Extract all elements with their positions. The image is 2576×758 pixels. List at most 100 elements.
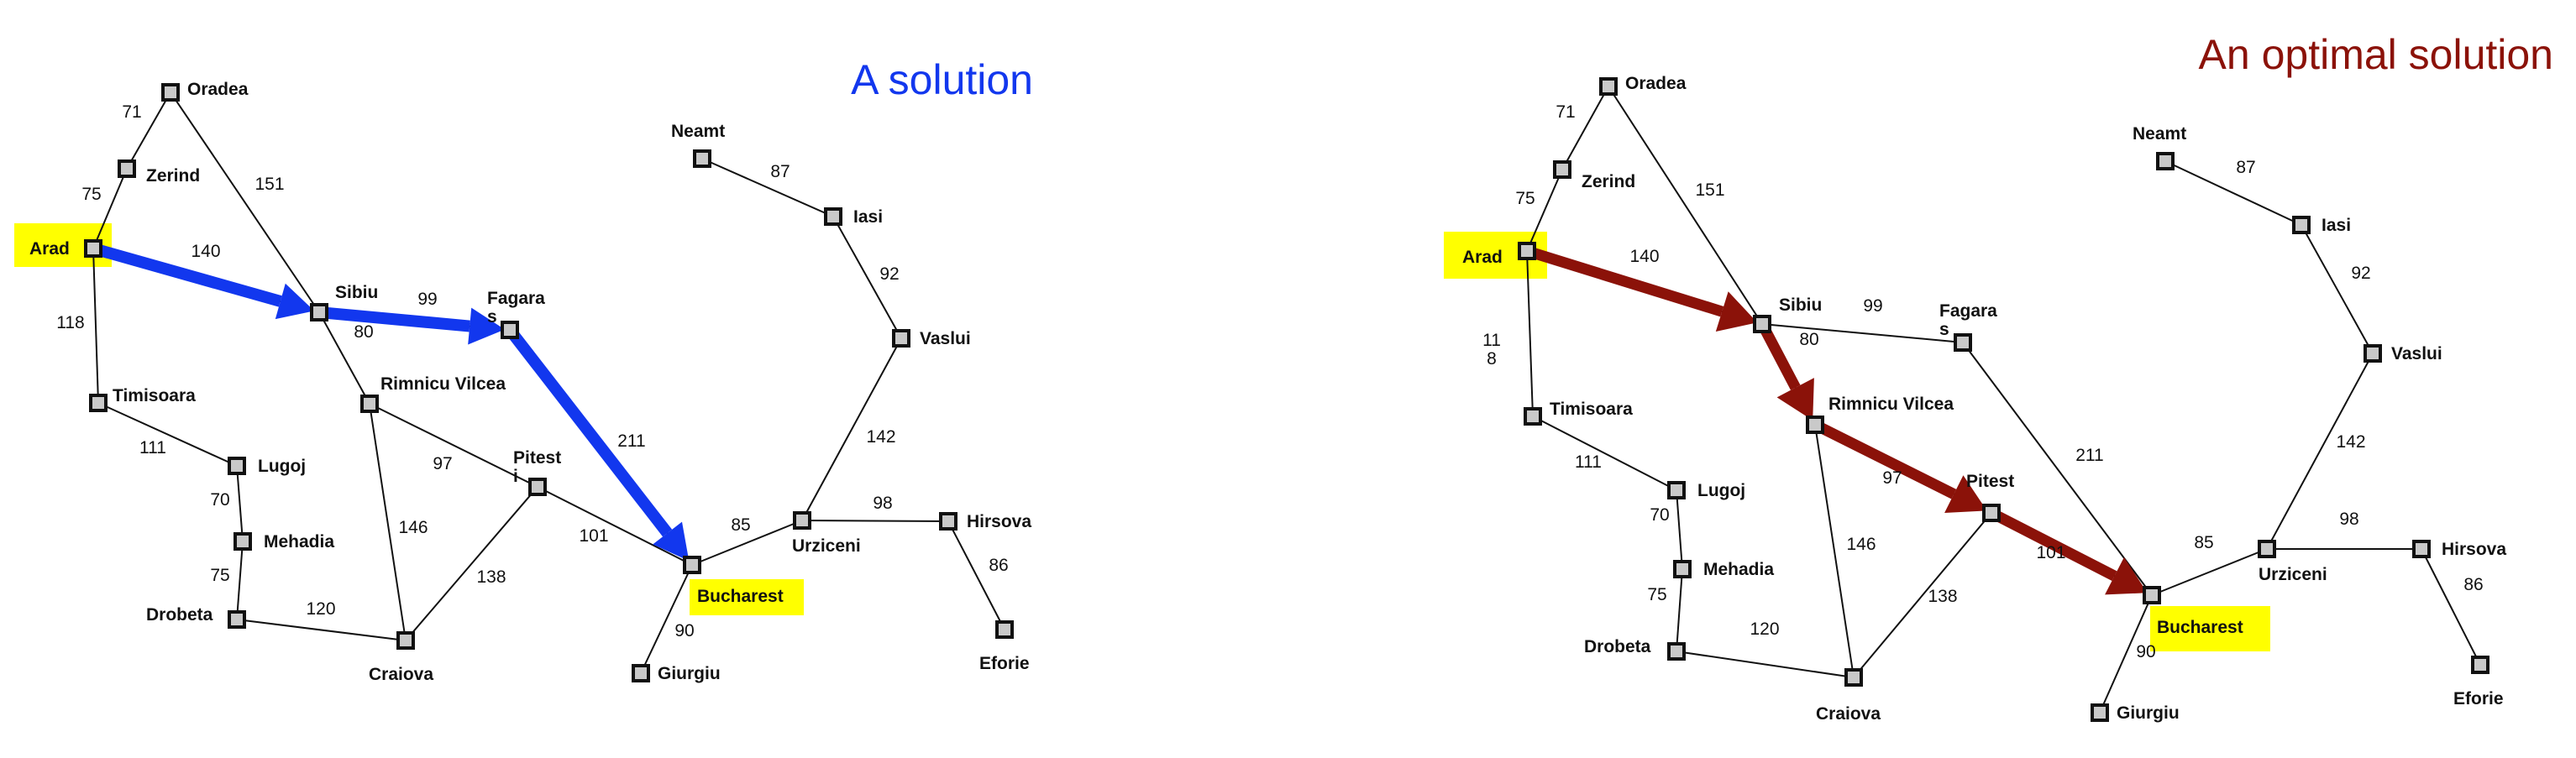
highlight-bucharest [690,579,804,615]
distance-label-drobeta-craiova: 120 [1750,619,1779,639]
path-arrow-rimnicu-to-pitesti-head [1944,475,1987,513]
distance-label-urziceni-vaslui: 142 [866,427,895,447]
city-node-lugoj [1667,481,1686,499]
distance-label-mehadia-drobeta: 75 [210,566,229,585]
city-label-craiova: Craiova [369,665,433,684]
city-label-bucharest: Bucharest [2157,618,2243,637]
distance-label-fagaras-bucharest: 211 [2075,446,2103,465]
road-oradea-zerind [126,91,171,170]
distance-label-oradea-sibiu: 151 [1695,180,1724,200]
path-arrow-arad-to-sibiu [92,243,282,307]
city-label-neamt: Neamt [2133,124,2186,144]
road-bucharest-urziceni [2151,548,2268,596]
distance-label-bucharest-giurgiu: 90 [674,621,694,640]
distance-label-hirsova-eforie: 86 [989,556,1008,575]
road-pitesti-bucharest [537,486,693,566]
road-rimnicu-pitesti [369,403,538,488]
path-arrow-fagaras-to-bucharest-head [653,521,690,562]
city-label-giurgiu: Giurgiu [658,664,721,683]
city-label-lugoj: Lugoj [258,457,306,476]
city-label-rimnicu: Rimnicu Vilcea [380,374,506,394]
city-node-sibiu [310,303,328,321]
city-label-bucharest: Bucharest [697,587,784,606]
city-node-fagaras [1954,333,1972,352]
city-node-giurgiu [632,664,650,682]
city-node-mehadia [1673,560,1692,578]
distance-label-craiova-pitesti: 138 [1928,587,1957,606]
city-label-giurgiu: Giurgiu [2117,703,2180,723]
city-label-hirsova: Hirsova [967,512,1031,531]
city-node-vaslui [892,329,910,348]
road-zerind-arad [92,168,128,249]
path-arrow-pitesti-to-bucharest [1989,508,2117,581]
city-node-pitesti [528,478,547,496]
distance-label-rimnicu-pitesti: 97 [433,454,452,473]
distance-label-sibiu-fagaras: 99 [1863,296,1882,316]
city-label-zerind: Zerind [146,166,200,186]
city-node-bucharest [2143,586,2161,604]
distance-label-rimnicu-pitesti: 97 [1882,468,1902,488]
path-arrow-sibiu-to-rimnicu [1757,321,1801,390]
city-node-urziceni [2258,540,2276,558]
highlight-bucharest [2150,606,2270,651]
city-label-oradea: Oradea [1625,74,1687,93]
distance-label-timisoara-lugoj: 111 [1575,452,1602,472]
distance-label-arad-timisoara: 118 [56,313,84,332]
city-label-arad: Arad [1462,248,1503,267]
road-timisoara-lugoj [1532,416,1677,491]
road-iasi-neamt [2164,160,2302,226]
distance-label-pitesti-bucharest: 101 [2036,543,2065,562]
distance-label-bucharest-urziceni: 85 [731,515,750,535]
road-vaslui-iasi [832,216,902,339]
city-node-hirsova [2412,540,2431,558]
path-arrow-arad-to-sibiu-head [1715,291,1758,332]
road-mehadia-drobeta [1676,568,1683,652]
city-label-timisoara: Timisoara [1550,400,1633,419]
city-node-craiova [396,631,415,650]
city-label-sibiu: Sibiu [1779,295,1822,315]
road-bucharest-giurgiu [640,564,693,674]
road-timisoara-lugoj [97,402,238,467]
road-urziceni-vaslui [801,337,902,521]
road-urziceni-hirsova [801,520,949,522]
city-label-mehadia: Mehadia [264,532,334,552]
city-node-lugoj [228,457,246,475]
road-zerind-arad [1526,169,1563,252]
distance-label-sibiu-fagaras: 99 [417,290,437,309]
city-node-arad [1518,242,1536,260]
panel-title: An optimal solution [2199,31,2553,78]
distance-label-bucharest-urziceni: 85 [2194,533,2213,552]
distance-label-oradea-zerind: 71 [122,102,141,122]
city-label-eforie: Eforie [2453,689,2504,708]
city-node-drobeta [228,610,246,629]
distance-label-zerind-arad: 75 [1515,189,1535,208]
road-craiova-pitesti [1853,512,1992,678]
distance-label-rimnicu-craiova: 146 [398,518,428,537]
city-node-zerind [1553,160,1571,179]
city-node-oradea [1599,77,1618,96]
distance-label-vaslui-iasi: 92 [2351,264,2370,283]
city-label-pitesti: Pitest [1966,472,2014,491]
city-label-zerind: Zerind [1582,172,1635,191]
city-node-arad [84,239,102,258]
city-node-pitesti [1982,504,2001,522]
distance-label-pitesti-bucharest: 101 [579,526,608,546]
distance-label-drobeta-craiova: 120 [306,599,335,619]
path-arrow-sibiu-to-fagaras-head [468,307,506,345]
city-node-sibiu [1753,315,1771,333]
city-label-iasi: Iasi [853,207,883,227]
road-sibiu-fagaras [1761,323,1964,343]
road-fagaras-bucharest [1962,342,2153,596]
road-drobeta-craiova [1676,651,1855,678]
city-label-vaslui: Vaslui [920,329,971,348]
road-vaslui-iasi [2301,224,2374,354]
city-label-lugoj: Lugoj [1697,481,1745,500]
city-node-mehadia [233,532,252,551]
city-node-eforie [995,620,1014,639]
distance-label-mehadia-drobeta: 75 [1647,585,1666,604]
distance-label-urziceni-vaslui: 142 [2336,432,2365,452]
city-node-timisoara [89,394,108,412]
